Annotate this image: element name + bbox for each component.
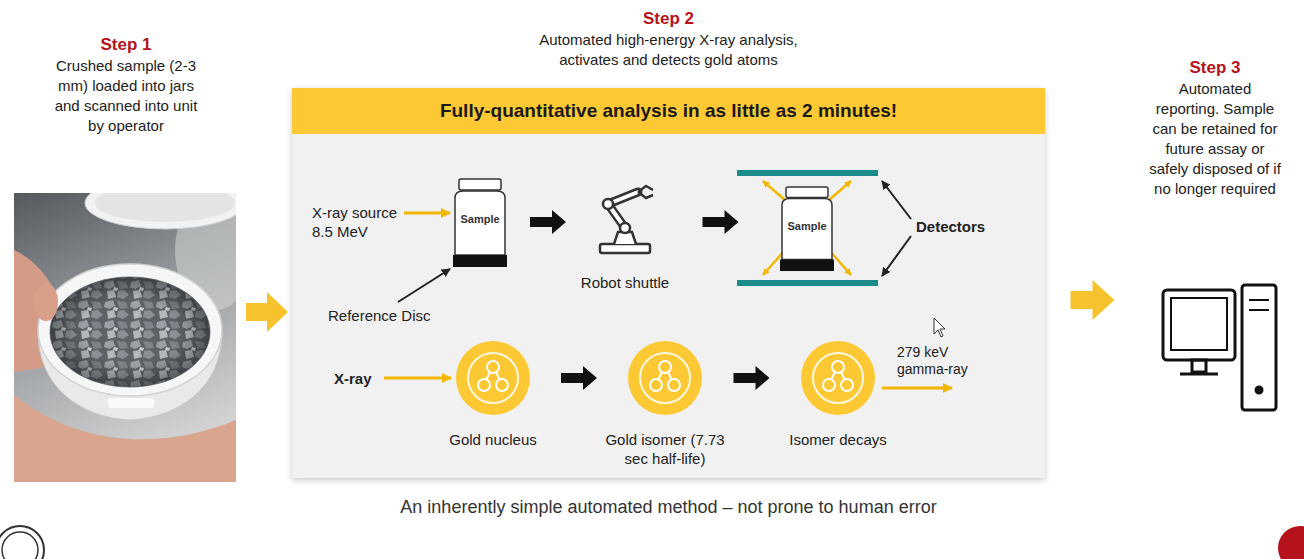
robot-gripper [638, 186, 653, 192]
detector-bar [737, 280, 878, 286]
rock-shading [50, 277, 210, 387]
gamma-ray-arrow [763, 181, 785, 200]
atom-particle [823, 379, 835, 391]
flow-arrow [246, 292, 288, 332]
atom-particle [659, 361, 671, 373]
process-arrow [561, 366, 597, 390]
diagram-caption: An inherently simple automated method – … [292, 496, 1045, 518]
step-description: Crushed sample (2-3 mm) loaded into jars… [51, 56, 201, 136]
step-description: Automated high-energy X-ray analysis, ac… [519, 30, 819, 70]
icon-caption: Robot shuttle [581, 273, 669, 292]
step-column: Step 3Automated reporting. Sample can be… [1140, 55, 1290, 420]
x-ray-beam [404, 212, 450, 215]
atom-icon [801, 341, 875, 415]
step-column: Step 1Crushed sample (2-3 mm) loaded int… [10, 10, 242, 480]
robot-gripper [638, 192, 653, 198]
atom-outline [813, 353, 863, 403]
jar-body [782, 198, 832, 259]
monitor-stand [1192, 360, 1206, 372]
atom-particle [668, 379, 680, 391]
step-heading: Step 2 [292, 8, 1045, 30]
tower-slot [1249, 309, 1269, 311]
robot-shuttle: Robot shuttle [588, 178, 662, 256]
computer-icon [1163, 285, 1276, 410]
jar-body [455, 191, 505, 255]
jar-label: Sample [787, 219, 826, 233]
gamma-ray-arrow [829, 181, 851, 200]
leader-line [882, 236, 911, 276]
atom-particle [832, 361, 844, 373]
part-label: Detectors [916, 217, 985, 236]
crushed-rock [50, 277, 210, 387]
robot-base [600, 244, 650, 253]
atom-icon [628, 341, 702, 415]
jar-lid [786, 187, 828, 198]
nucleus-circle: Gold nucleus [456, 341, 530, 415]
monitor-base [1180, 373, 1218, 376]
atom-outline [640, 353, 690, 403]
reference-disc [780, 260, 834, 271]
circle-caption: Isomer decays [789, 430, 887, 449]
reference-disc [453, 255, 507, 267]
jar-sticker [108, 398, 154, 408]
part-label: Reference Disc [328, 306, 431, 325]
atom-particle [841, 379, 853, 391]
leader-line [398, 269, 450, 302]
beam-label: 279 keV gamma-ray [897, 344, 977, 378]
screen [1171, 298, 1227, 350]
source-label: X-ray source 8.5 MeV [312, 203, 404, 241]
atom-particle [487, 361, 499, 373]
step-heading: Step 3 [1140, 57, 1290, 79]
robot-joint [620, 223, 630, 233]
band-text: Fully-quantitative analysis in as little… [440, 99, 897, 123]
x-ray-beam [384, 377, 451, 380]
sample-jar: Sample [452, 178, 508, 268]
detector-bar [737, 170, 878, 176]
power-dot [1256, 387, 1262, 393]
step-heading: Step 1 [10, 34, 242, 56]
atom-particle [478, 379, 490, 391]
atom-particle [496, 379, 508, 391]
monitor [1163, 290, 1235, 360]
jar-lid-inner [95, 193, 235, 222]
circle-caption: Gold isomer (7.73 sec half-life) [601, 430, 729, 468]
sample-jar: Sample [779, 186, 835, 272]
beam-label: X-ray [334, 369, 372, 388]
step-description: Automated reporting. Sample can be retai… [1147, 79, 1283, 199]
panel-heading-group: Step 2Automated high-energy X-ray analys… [292, 8, 1045, 70]
header-band: Fully-quantitative analysis in as little… [292, 88, 1045, 134]
process-arrow [530, 210, 566, 234]
sample-photo [14, 193, 236, 482]
process-arrow [703, 210, 739, 234]
gamma-ray-beam [882, 387, 952, 390]
atom-icon [456, 341, 530, 415]
circle-caption: Gold nucleus [449, 430, 537, 449]
jar-rim [38, 264, 222, 396]
nucleus-circle: Isomer decays [801, 341, 875, 415]
nucleus-circle: Gold isomer (7.73 sec half-life) [628, 341, 702, 415]
flow-arrow [1071, 280, 1115, 320]
process-arrow [734, 366, 770, 390]
jar-lid [459, 179, 501, 190]
atom-outline [468, 353, 518, 403]
robot-joint [603, 199, 613, 209]
jar-label: Sample [460, 212, 499, 226]
tower-slot [1249, 299, 1269, 301]
analysis-panel: Step 2Automated high-energy X-ray analys… [292, 88, 1045, 478]
page-badge [1278, 526, 1304, 559]
logo-mark [2, 532, 38, 559]
leader-line [882, 181, 911, 219]
jar-lid [85, 193, 236, 229]
tower [1242, 285, 1276, 410]
atom-particle [650, 379, 662, 391]
logo-mark [0, 526, 44, 559]
mouse-cursor [934, 318, 945, 337]
fingertip [34, 283, 58, 321]
robot-arm-icon [588, 178, 662, 256]
panel-background [292, 88, 1045, 478]
